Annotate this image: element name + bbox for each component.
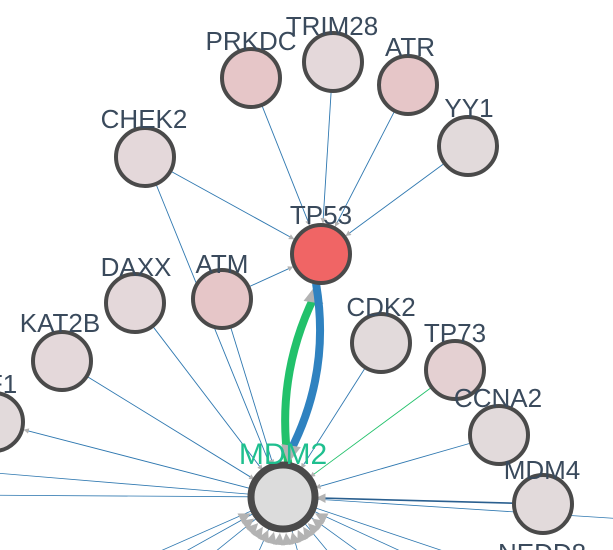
edge-offscreen-1: [0, 472, 284, 498]
extra-layer: [237, 513, 329, 546]
arrowhead-incoming-9: [257, 529, 269, 544]
node-label-ccna2: CCNA2: [454, 383, 542, 413]
edge-offscreen-0: [0, 494, 284, 498]
node-atr[interactable]: [377, 54, 439, 116]
node-label-tp73: TP73: [424, 318, 486, 348]
node-label-kat2b: KAT2B: [20, 308, 100, 338]
edge-chek2-to-tp53: [170, 170, 295, 240]
edge-ccna2-to-mdm2: [315, 442, 472, 489]
node-label-tp53: TP53: [290, 200, 352, 230]
edge-tp53-to-mdm2: [286, 280, 325, 456]
node-label-offscreen: NEDD8: [498, 538, 586, 550]
arrowhead-incoming-11: [245, 523, 259, 536]
node-daxx[interactable]: [104, 272, 166, 334]
node-label-prkdc: PRKDC: [205, 26, 296, 56]
node-yy1[interactable]: [437, 115, 499, 177]
edge-daxx-to-mdm2: [152, 325, 263, 471]
node-label-mdm2: MDM2: [239, 438, 327, 471]
node-tp73[interactable]: [424, 339, 486, 401]
node-tp53[interactable]: [290, 223, 352, 285]
edge-atm-to-mdm2: [230, 326, 275, 466]
node-label-chek2: CHEK2: [101, 104, 188, 134]
node-label-atm: ATM: [196, 249, 249, 279]
arrowhead-incoming-5: [289, 531, 301, 545]
edge-prkdc-to-tp53: [261, 104, 311, 226]
node-f1[interactable]: [0, 391, 25, 453]
edge-tp73-to-mdm2: [309, 386, 432, 478]
node-label-mdm4: MDM4: [504, 455, 581, 485]
node-cdk2[interactable]: [350, 312, 412, 374]
node-label-f1: F1: [0, 369, 17, 399]
arrowhead-incoming-4: [297, 529, 309, 544]
node-mdm4[interactable]: [512, 473, 574, 535]
edge-trim28-to-tp53: [320, 90, 332, 224]
edge-offscreen-11: [282, 496, 613, 519]
arrowhead-incoming-1: [311, 518, 326, 531]
node-label-atr: ATR: [385, 32, 435, 62]
arrowhead-incoming-0: [315, 513, 329, 525]
node-mdm2[interactable]: [247, 461, 319, 533]
arrowhead-incoming-6: [281, 532, 294, 546]
node-label-trim28: TRIM28: [286, 11, 378, 41]
edge-cdk2-to-mdm2: [300, 367, 366, 469]
node-chek2[interactable]: [114, 126, 176, 188]
node-prkdc[interactable]: [220, 47, 282, 109]
node-label-daxx: DAXX: [101, 252, 172, 282]
arrowhead-incoming-10: [251, 526, 263, 541]
nodes-layer: [0, 31, 574, 535]
node-trim28[interactable]: [302, 31, 364, 93]
edge-mdm2-to-f1: [23, 428, 253, 490]
edge-atr-to-tp53: [334, 110, 396, 227]
edges-layer: [0, 90, 613, 550]
node-atm[interactable]: [191, 268, 253, 330]
edge-kat2b-to-mdm2: [86, 375, 255, 480]
node-kat2b[interactable]: [31, 330, 93, 392]
node-label-yy1: YY1: [444, 93, 493, 123]
edge-mdm2-to-tp53: [281, 292, 319, 468]
node-label-cdk2: CDK2: [346, 292, 415, 322]
edge-yy1-to-tp53: [345, 162, 445, 237]
edge-tp53-to-mdm2-arrowhead: [281, 444, 301, 464]
node-ccna2[interactable]: [468, 404, 530, 466]
edge-mdm4-to-mdm2: [316, 493, 515, 505]
edge-atm-to-tp53: [248, 266, 294, 288]
arrowhead-incoming-13: [237, 513, 251, 525]
